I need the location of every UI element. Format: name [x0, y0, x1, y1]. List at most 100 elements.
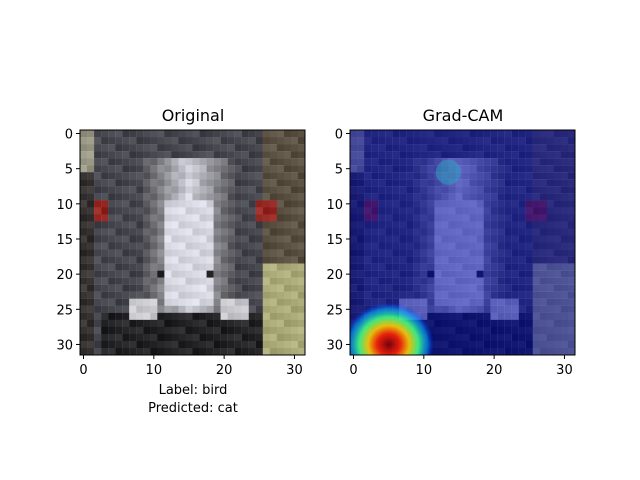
pixel [206, 193, 214, 201]
pixel [101, 347, 109, 355]
pixel [297, 340, 305, 349]
pixel [350, 298, 358, 306]
pixel [532, 193, 540, 201]
pixel [490, 347, 498, 355]
pixel [108, 144, 116, 152]
pixel [164, 165, 172, 173]
pixel [469, 144, 477, 152]
pixel [164, 319, 172, 328]
pixel [378, 284, 386, 292]
pixel [269, 137, 278, 145]
pixel [560, 256, 569, 264]
pixel [171, 221, 179, 229]
pixel [469, 277, 477, 285]
pixel [213, 179, 221, 187]
pixel [178, 186, 186, 194]
pixel [185, 200, 193, 208]
pixel [157, 291, 165, 299]
pixel [297, 270, 305, 278]
pixel [241, 305, 249, 313]
pixel [255, 158, 263, 166]
pixel [157, 158, 165, 166]
pixel [80, 340, 88, 349]
pixel [227, 179, 235, 187]
pixel [227, 214, 235, 222]
pixel [199, 235, 207, 243]
pixel [115, 200, 123, 208]
pixel [185, 333, 193, 342]
pixel [560, 158, 569, 166]
pixel [150, 298, 158, 306]
pixel [290, 312, 299, 320]
pixel [94, 340, 102, 349]
pixel [241, 235, 249, 243]
pixel [532, 151, 540, 159]
pixel [364, 144, 372, 152]
pixel [143, 333, 151, 342]
pixel [241, 200, 249, 208]
pixel [399, 270, 407, 278]
pixel [483, 263, 491, 271]
pixel [164, 151, 172, 159]
pixel [427, 179, 435, 187]
pixel [476, 137, 484, 145]
pixel [385, 249, 393, 257]
pixel [143, 291, 151, 299]
pixel [434, 144, 442, 152]
x-tick-label: 0 [79, 363, 87, 378]
pixel [413, 270, 421, 278]
pixel [567, 270, 575, 278]
pixel [234, 347, 242, 355]
pixel [364, 228, 372, 236]
pixel [262, 130, 270, 138]
pixel [462, 291, 470, 299]
pixel [378, 172, 386, 180]
pixel [511, 165, 519, 173]
pixel [199, 333, 207, 342]
pixel [420, 235, 428, 243]
pixel [108, 291, 116, 299]
pixel [553, 214, 562, 222]
pixel [546, 347, 555, 355]
pixel [364, 256, 372, 264]
pixel [413, 144, 421, 152]
pixel [490, 207, 498, 215]
pixel [283, 179, 292, 187]
pixel [262, 151, 270, 159]
pixel [490, 172, 498, 180]
pixel [434, 298, 442, 306]
pixel [490, 333, 498, 342]
pixel [150, 256, 158, 264]
pixel [283, 235, 292, 243]
pixel [413, 186, 421, 194]
pixel [406, 298, 414, 306]
pixel [276, 214, 285, 222]
pixel [206, 312, 214, 320]
pixel [532, 249, 540, 257]
pixel [490, 291, 498, 299]
pixel [143, 270, 151, 278]
pixel [476, 158, 484, 166]
pixel [206, 340, 214, 349]
pixel [185, 235, 193, 243]
pixel [364, 137, 372, 145]
pixel [164, 179, 172, 187]
pixel [546, 291, 555, 299]
pixel [392, 151, 400, 159]
pixel [518, 347, 526, 355]
pixel [427, 242, 435, 250]
pixel [560, 319, 569, 328]
pixel [290, 284, 299, 292]
pixel [532, 137, 540, 145]
pixel [406, 137, 414, 145]
pixel [213, 207, 221, 215]
pixel [262, 158, 270, 166]
pixel [350, 144, 358, 152]
pixel [80, 312, 88, 320]
pixel [455, 214, 463, 222]
pixel [283, 165, 292, 173]
pixel [497, 172, 505, 180]
pixel [150, 284, 158, 292]
pixel [129, 270, 137, 278]
pixel [392, 172, 400, 180]
